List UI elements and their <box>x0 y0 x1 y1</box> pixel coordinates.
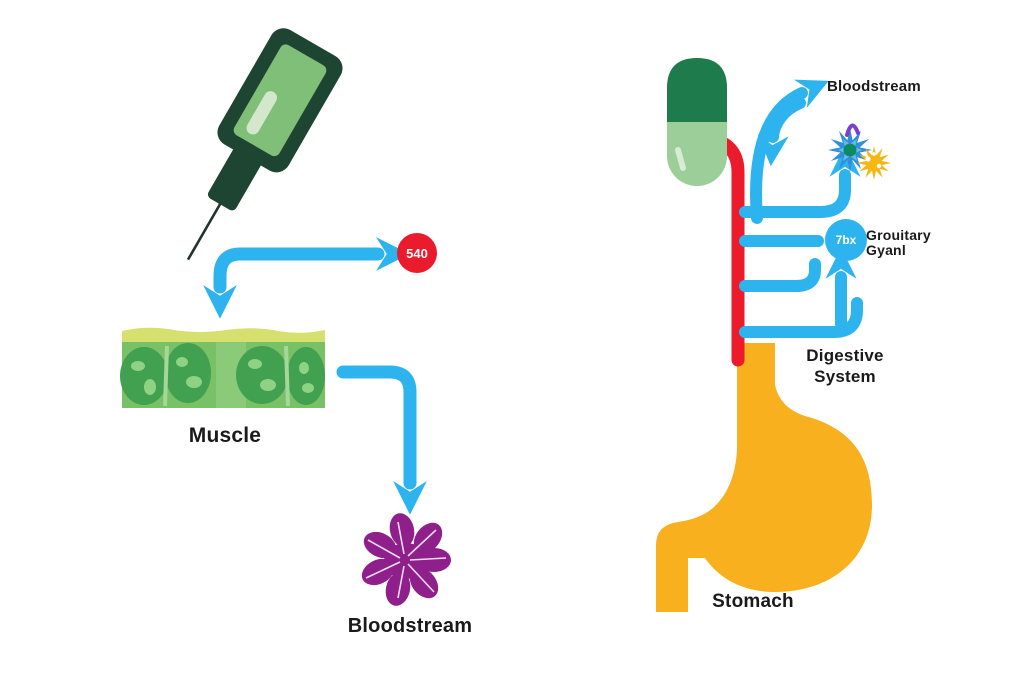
dispersal-burst-yellow-icon <box>857 146 891 180</box>
stomach-icon <box>656 343 872 612</box>
bloodstream-label-left: Bloodstream <box>347 615 473 637</box>
digestive-system-label: Digestive System <box>785 345 905 387</box>
absorption-down-arrow <box>757 97 806 167</box>
gland-label: Grouitary Gyanl <box>866 228 931 258</box>
digestive-label-line2: System <box>814 367 876 386</box>
return-line <box>739 297 863 338</box>
gland-label-line2: Gyanl <box>866 242 906 258</box>
muscle-to-bloodstream-arrow <box>336 365 427 515</box>
bloodstream-label-right: Bloodstream <box>827 78 921 95</box>
capsule-icon <box>667 58 727 186</box>
gland-badge: 7bx <box>825 219 867 261</box>
syringe-icon <box>186 28 343 261</box>
stomach-label: Stomach <box>712 591 794 612</box>
bloodstream-cells-icon <box>361 513 451 606</box>
dispersal-arrow <box>739 145 861 218</box>
digestive-label-line1: Digestive <box>806 346 884 365</box>
dispersal-burst-blue-icon <box>828 123 872 172</box>
muscle-tissue-icon <box>120 327 325 408</box>
injection-arrow <box>203 237 410 319</box>
dose-badge: 540 <box>397 233 437 273</box>
gland-label-line1: Grouitary <box>866 227 931 243</box>
hook-line <box>739 258 821 292</box>
muscle-label: Muscle <box>188 424 262 447</box>
